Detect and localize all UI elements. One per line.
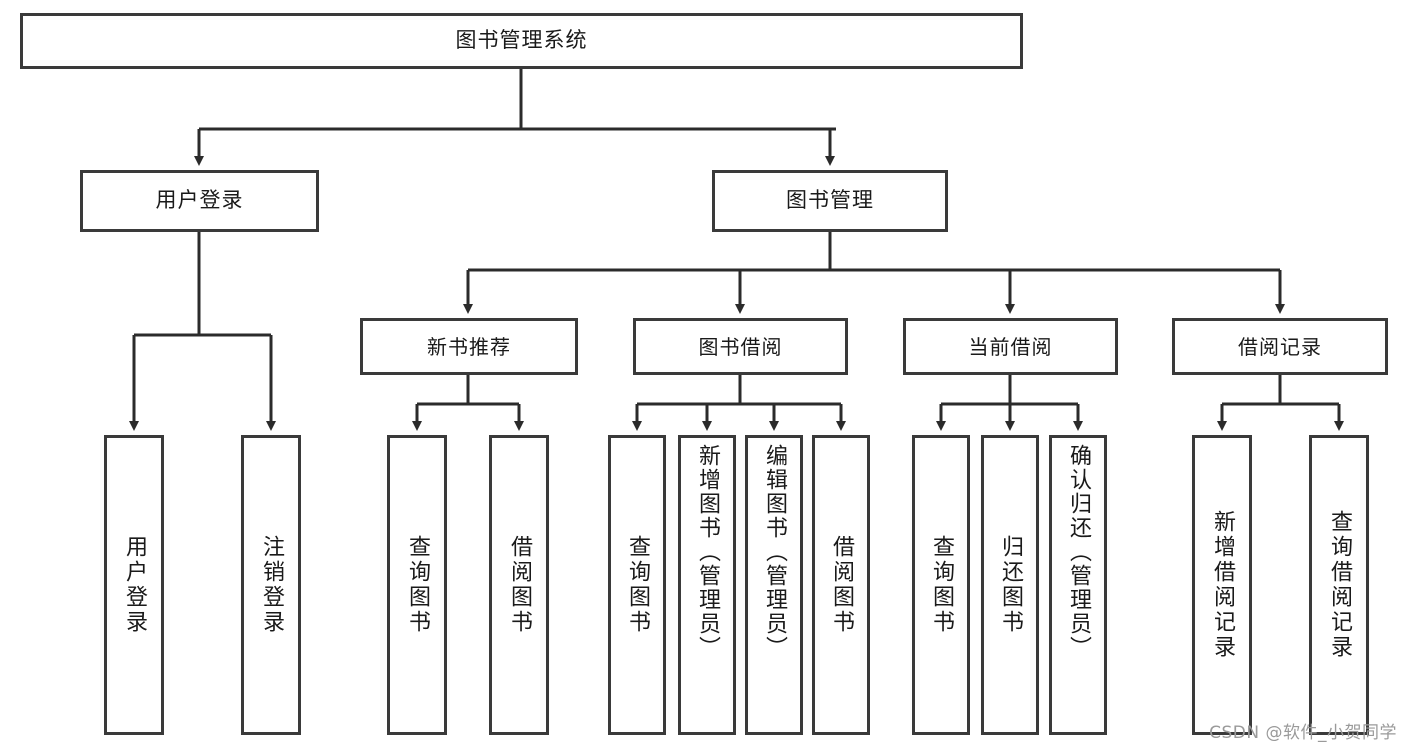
node-label: 新增图书（管理员） [695, 444, 720, 660]
node-label: 查询图书 [625, 535, 650, 635]
leaf-new-book-borrow-book[interactable]: 借阅图书 [489, 435, 549, 735]
node-user-login[interactable]: 用户登录 [80, 170, 319, 232]
node-label: 借阅图书 [507, 535, 532, 635]
leaf-new-book-query-book[interactable]: 查询图书 [387, 435, 447, 735]
node-label: 图书管理 [786, 188, 874, 213]
node-label: 查询借阅记录 [1327, 510, 1352, 660]
node-label: 新增借阅记录 [1210, 510, 1235, 660]
node-root-book-management-system[interactable]: 图书管理系统 [20, 13, 1023, 69]
node-label: 图书管理系统 [455, 28, 588, 53]
leaf-book-borrow-borrow-book[interactable]: 借阅图书 [812, 435, 870, 735]
node-label: 借阅图书 [829, 535, 854, 635]
node-label: 注销登录 [259, 535, 284, 635]
node-current-borrow[interactable]: 当前借阅 [903, 318, 1118, 375]
leaf-user-login-login[interactable]: 用户登录 [104, 435, 164, 735]
node-label: 确认归还（管理员） [1066, 444, 1091, 660]
leaf-book-borrow-edit-book-admin[interactable]: 编辑图书（管理员） [745, 435, 803, 735]
node-label: 查询图书 [929, 535, 954, 635]
leaf-borrow-record-add-record[interactable]: 新增借阅记录 [1192, 435, 1252, 735]
leaf-borrow-record-query-record[interactable]: 查询借阅记录 [1309, 435, 1369, 735]
node-label: 编辑图书（管理员） [762, 444, 787, 660]
leaf-current-borrow-confirm-return-admin[interactable]: 确认归还（管理员） [1049, 435, 1107, 735]
node-label: 用户登录 [122, 535, 147, 635]
node-borrow-record[interactable]: 借阅记录 [1172, 318, 1388, 375]
node-label: 新书推荐 [427, 334, 511, 359]
node-book-management[interactable]: 图书管理 [712, 170, 948, 232]
node-label: 图书借阅 [698, 334, 783, 359]
node-label: 借阅记录 [1238, 334, 1322, 359]
node-new-book-recommend[interactable]: 新书推荐 [360, 318, 578, 375]
leaf-book-borrow-query-book[interactable]: 查询图书 [608, 435, 666, 735]
leaf-book-borrow-add-book-admin[interactable]: 新增图书（管理员） [678, 435, 736, 735]
leaf-current-borrow-return-book[interactable]: 归还图书 [981, 435, 1039, 735]
node-book-borrow[interactable]: 图书借阅 [633, 318, 848, 375]
node-label: 归还图书 [998, 535, 1023, 635]
leaf-current-borrow-query-book[interactable]: 查询图书 [912, 435, 970, 735]
csdn-watermark: CSDN @软件_小贺同学 [1209, 723, 1397, 743]
node-label: 查询图书 [405, 535, 430, 635]
leaf-user-login-logout[interactable]: 注销登录 [241, 435, 301, 735]
node-label: 当前借阅 [968, 334, 1053, 359]
node-label: 用户登录 [155, 188, 244, 213]
